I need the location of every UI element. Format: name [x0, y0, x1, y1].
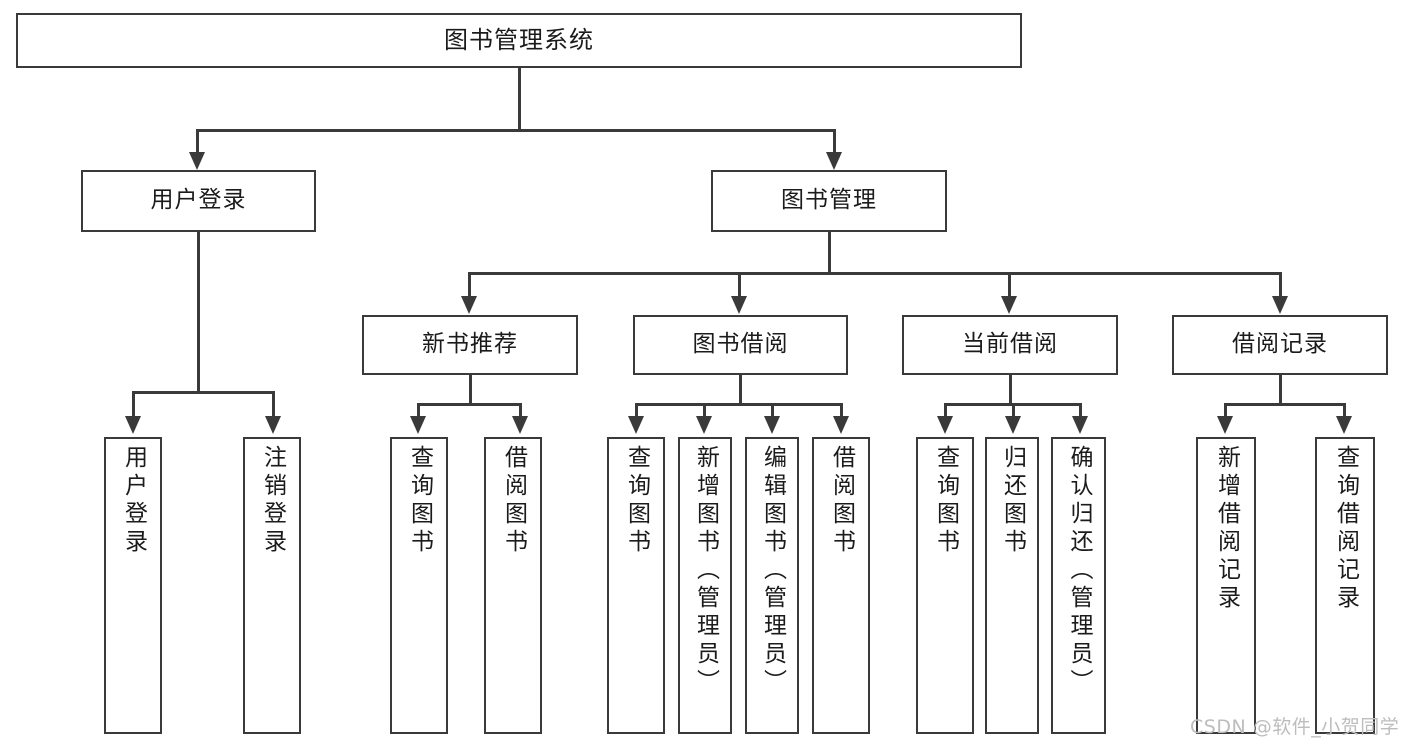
node-label: 当前借阅	[962, 331, 1058, 358]
node-label: 新增图书（管理员）	[692, 445, 719, 697]
connector-bm-drop-1	[468, 272, 471, 299]
connector-br-stem	[1279, 375, 1282, 405]
connector-root-to-user-login	[196, 129, 199, 155]
arrowhead-leaf-add-record	[1217, 416, 1233, 434]
arrowhead-leaf-user-logout	[265, 416, 281, 434]
node-label: 查询图书	[623, 445, 650, 557]
connector-user-login-bus	[132, 391, 275, 394]
node-leaf-return-book[interactable]: 归还图书	[985, 437, 1039, 734]
connector-bb-stem	[739, 375, 742, 405]
node-label: 借阅图书	[828, 445, 855, 557]
node-label: 查询图书	[406, 445, 433, 557]
connector-bb-bus	[635, 403, 841, 406]
connector-user-login-drop-2	[272, 391, 275, 419]
connector-user-login-drop-1	[132, 391, 135, 419]
connector-cb-drop-3	[1079, 403, 1082, 419]
arrowhead-book-borrow	[731, 296, 747, 314]
node-label: 图书管理系统	[444, 26, 594, 55]
connector-user-login-stem	[197, 232, 200, 393]
connector-br-bus	[1224, 403, 1346, 406]
arrowhead-leaf-user-login	[125, 416, 141, 434]
node-label: 用户登录	[120, 445, 147, 557]
node-label: 归还图书	[999, 445, 1026, 557]
connector-cb-drop-1	[944, 403, 947, 419]
node-label: 新书推荐	[422, 331, 518, 358]
node-label: 图书管理	[781, 187, 877, 214]
connector-bb-drop-3	[771, 403, 774, 419]
connector-bb-drop-1	[635, 403, 638, 419]
node-borrow-record[interactable]: 借阅记录	[1172, 315, 1388, 375]
node-current-borrow[interactable]: 当前借阅	[902, 315, 1118, 375]
node-label: 查询图书	[932, 445, 959, 557]
node-new-book-recommend[interactable]: 新书推荐	[362, 315, 578, 375]
connector-nbr-bus	[417, 403, 522, 406]
node-leaf-user-logout[interactable]: 注销登录	[243, 437, 301, 734]
connector-nbr-drop-2	[519, 403, 522, 419]
arrowhead-leaf-query-book-3	[937, 416, 953, 434]
node-leaf-query-book-3[interactable]: 查询图书	[916, 437, 974, 734]
connector-bm-drop-2	[738, 272, 741, 299]
node-label: 查询借阅记录	[1332, 445, 1359, 613]
node-user-login[interactable]: 用户登录	[81, 170, 316, 232]
node-label: 用户登录	[150, 187, 247, 214]
arrowhead-new-book-recommend	[461, 296, 477, 314]
node-leaf-borrow-book-2[interactable]: 借阅图书	[812, 437, 870, 734]
arrowhead-leaf-add-book	[696, 416, 712, 434]
arrowhead-leaf-confirm-return	[1072, 416, 1088, 434]
node-label: 新增借阅记录	[1213, 445, 1240, 613]
connector-bm-drop-4	[1279, 272, 1282, 299]
connector-br-drop-1	[1224, 403, 1227, 419]
arrowhead-leaf-query-book-1	[410, 416, 426, 434]
node-root-book-management-system[interactable]: 图书管理系统	[16, 13, 1022, 68]
arrowhead-leaf-borrow-book-1	[512, 416, 528, 434]
node-book-management[interactable]: 图书管理	[711, 170, 947, 232]
connector-bm-drop-3	[1008, 272, 1011, 299]
node-book-borrow[interactable]: 图书借阅	[633, 315, 848, 375]
arrowhead-leaf-return-book	[1005, 416, 1021, 434]
arrowhead-leaf-query-book-2	[628, 416, 644, 434]
node-leaf-add-record[interactable]: 新增借阅记录	[1196, 437, 1256, 734]
node-leaf-query-record[interactable]: 查询借阅记录	[1315, 437, 1375, 734]
node-leaf-query-book-1[interactable]: 查询图书	[390, 437, 448, 734]
node-label: 图书借阅	[692, 331, 789, 358]
connector-book-management-bus	[468, 272, 1282, 275]
arrowhead-current-borrow	[1001, 296, 1017, 314]
node-label: 编辑图书（管理员）	[759, 445, 786, 697]
arrowhead-to-user-login	[189, 152, 205, 170]
node-label: 借阅记录	[1232, 331, 1328, 358]
arrowhead-to-book-management	[826, 152, 842, 170]
connector-root-stem	[518, 68, 521, 129]
node-leaf-confirm-return[interactable]: 确认归还（管理员）	[1051, 437, 1106, 734]
arrowhead-leaf-borrow-book-2	[833, 416, 849, 434]
connector-book-management-stem	[828, 232, 831, 274]
node-leaf-borrow-book-1[interactable]: 借阅图书	[484, 437, 542, 734]
connector-cb-stem	[1009, 375, 1012, 405]
node-leaf-add-book[interactable]: 新增图书（管理员）	[678, 437, 732, 734]
node-label: 借阅图书	[500, 445, 527, 557]
arrowhead-leaf-query-record	[1336, 416, 1352, 434]
connector-bb-drop-2	[703, 403, 706, 419]
connector-cb-drop-2	[1012, 403, 1015, 419]
connector-root-to-book-management	[833, 129, 836, 155]
node-leaf-query-book-2[interactable]: 查询图书	[607, 437, 665, 734]
node-label: 确认归还（管理员）	[1066, 445, 1092, 697]
connector-bb-drop-4	[840, 403, 843, 419]
arrowhead-leaf-edit-book	[764, 416, 780, 434]
node-leaf-edit-book[interactable]: 编辑图书（管理员）	[745, 437, 799, 734]
arrowhead-borrow-record	[1272, 296, 1288, 314]
connector-nbr-stem	[469, 375, 472, 405]
connector-root-bus	[196, 129, 836, 132]
watermark-text: CSDN @软件_小贺同学	[1190, 716, 1400, 738]
node-label: 注销登录	[259, 445, 286, 557]
connector-br-drop-2	[1343, 403, 1346, 419]
connector-nbr-drop-1	[417, 403, 420, 419]
node-leaf-user-login[interactable]: 用户登录	[104, 437, 162, 734]
